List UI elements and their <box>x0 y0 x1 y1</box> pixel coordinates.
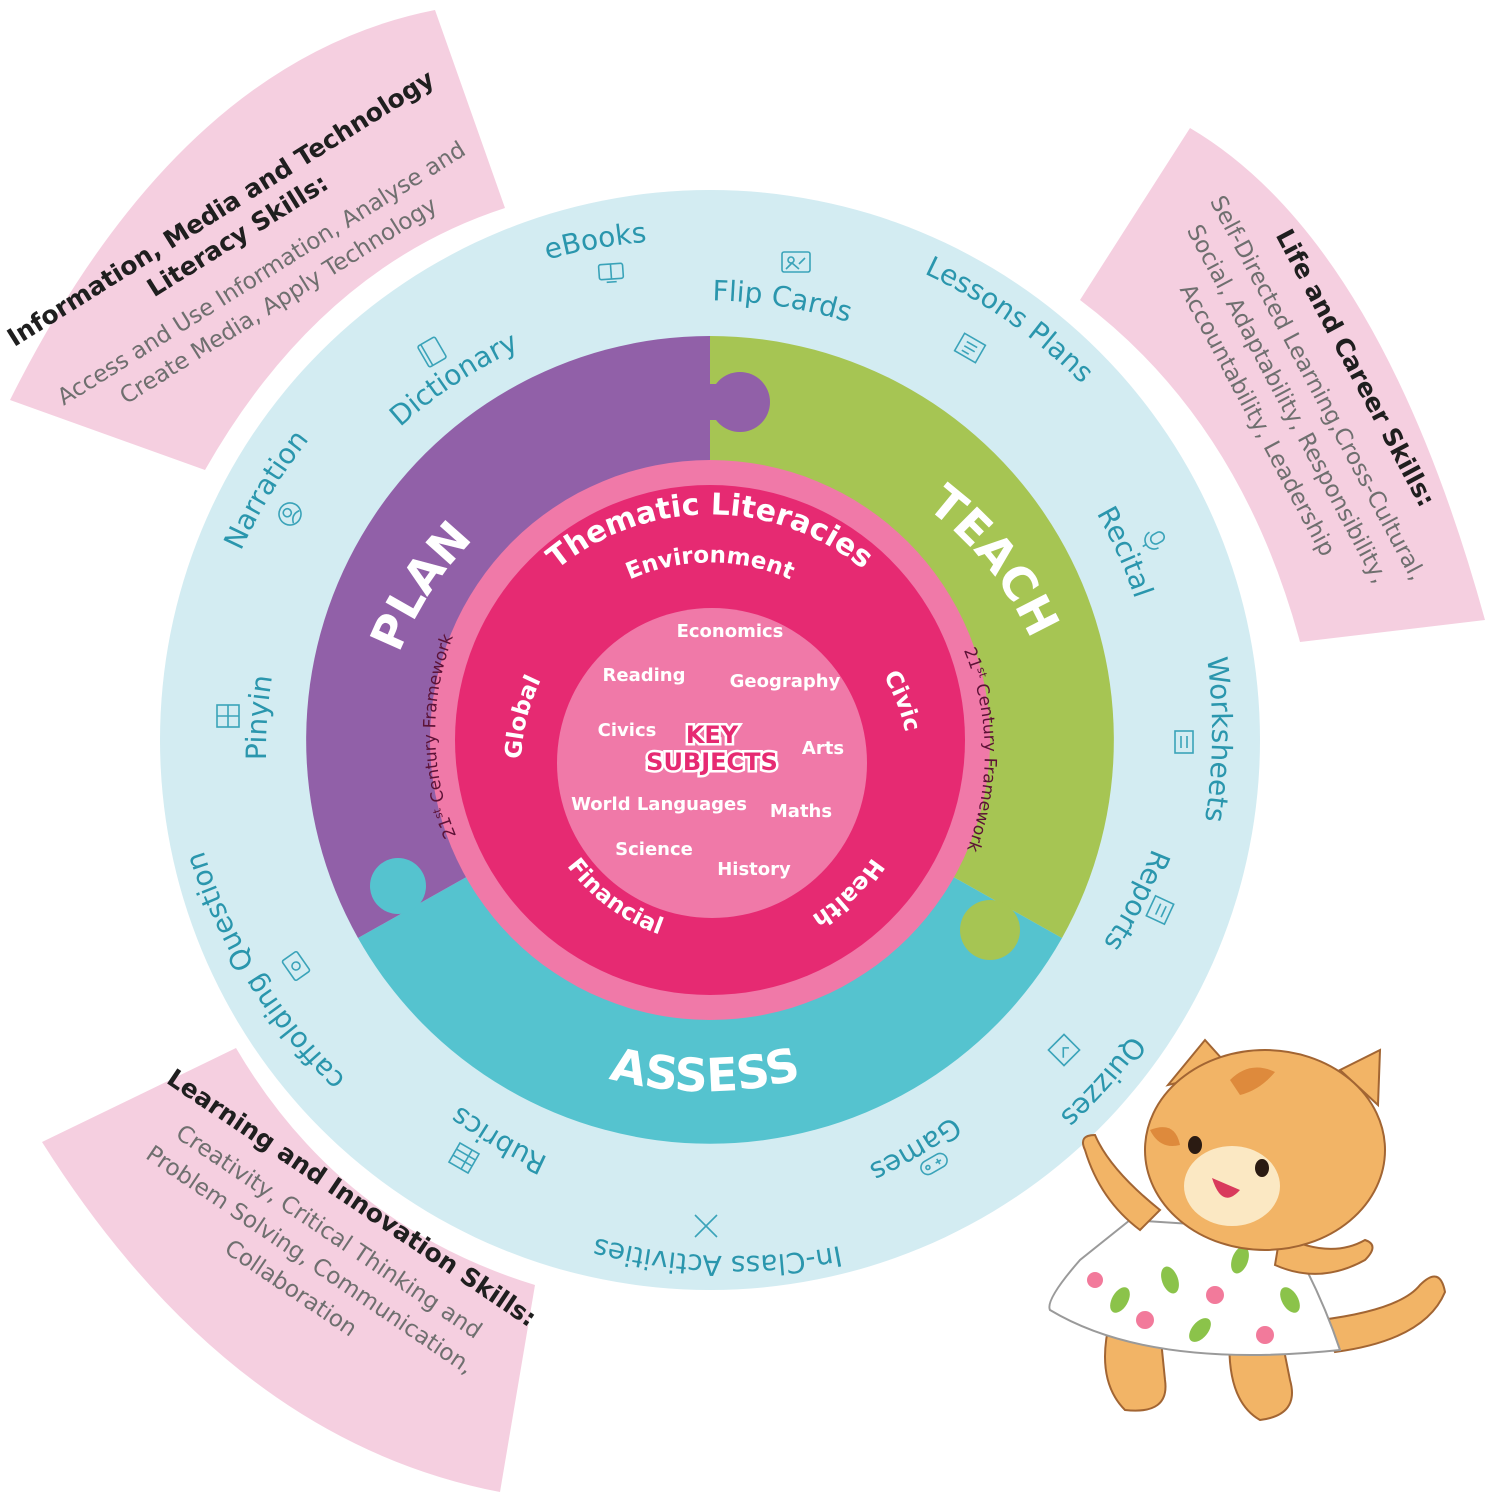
subject-history: History <box>717 859 791 880</box>
report-icon <box>1145 894 1175 926</box>
key-subjects: KEY SUBJECTS Economics Reading Geography… <box>571 621 844 880</box>
microphone-icon <box>1142 531 1165 550</box>
subject-economics: Economics <box>677 621 784 642</box>
subject-arts: Arts <box>802 738 844 759</box>
pinyin-icon <box>216 704 240 728</box>
subject-geography: Geography <box>730 671 841 692</box>
key-subjects-title-line: KEY <box>686 721 739 749</box>
key-subjects-title-line: SUBJECTS <box>646 748 778 776</box>
skill-panel-life-career: Life and Career Skills: Self-Directed Le… <box>1080 128 1485 642</box>
skill-panel-learning-innovation: Learning and Innovation Skills: Creativi… <box>42 1048 542 1492</box>
subject-maths: Maths <box>770 801 832 822</box>
subject-science: Science <box>615 839 693 860</box>
flip-card-icon <box>781 251 811 273</box>
question-icon <box>281 950 311 982</box>
assess-puzzle-knob-left <box>370 858 426 914</box>
subject-civics: Civics <box>598 720 657 741</box>
dictionary-icon <box>417 336 447 368</box>
plan-puzzle-neck <box>710 384 732 420</box>
narration-icon <box>278 502 302 526</box>
ebook-icon <box>597 262 625 284</box>
quiz-icon <box>1047 1033 1081 1067</box>
rubric-icon <box>447 1141 481 1175</box>
cat-mascot-icon <box>1048 1038 1447 1422</box>
gamepad-icon <box>920 1152 948 1176</box>
subject-reading: Reading <box>603 665 686 686</box>
subject-world-languages: World Languages <box>571 794 747 815</box>
key-subjects-core <box>557 608 867 918</box>
worksheet-icon <box>1174 730 1194 754</box>
pencil-ruler-icon <box>694 1214 718 1238</box>
lesson-plan-icon <box>953 332 987 364</box>
tools-ring-icons <box>216 251 1194 1238</box>
teach-puzzle-knob <box>960 900 1020 960</box>
